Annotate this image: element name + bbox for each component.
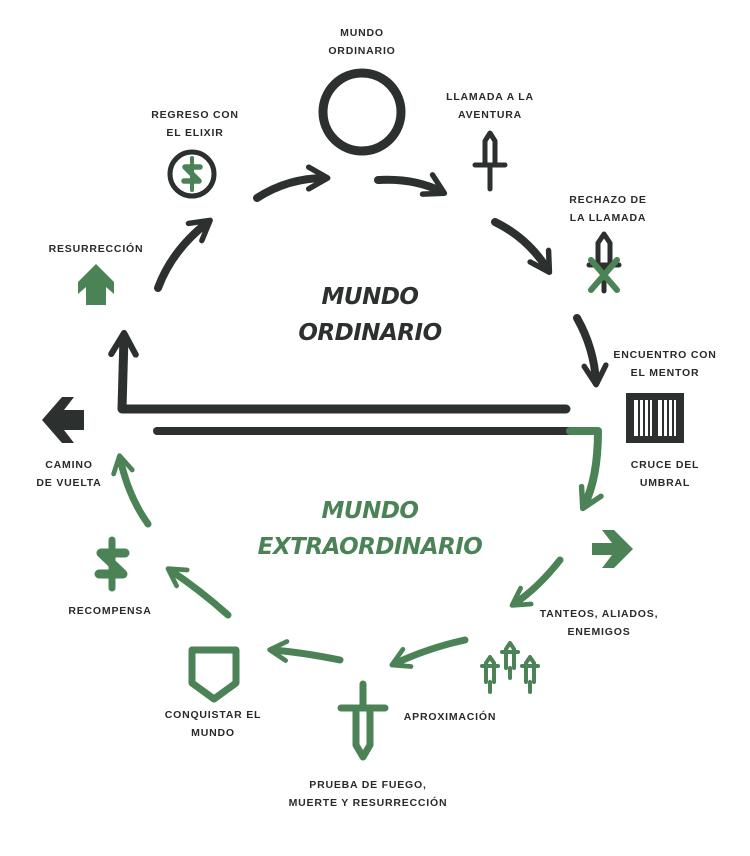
arrow-conquistar-to-recompensa	[165, 566, 232, 619]
return-path-band	[108, 329, 571, 414]
book-icon	[626, 393, 684, 443]
dollar-circle-icon	[167, 149, 217, 199]
arrow-recompensa-to-camino	[111, 453, 152, 528]
label-regreso: REGRESO CON EL ELIXIR	[151, 109, 239, 139]
world-ordinary-title: MUNDO ORDINARIO	[298, 284, 442, 346]
big-sword-icon	[337, 680, 389, 761]
threshold-band-green	[566, 427, 604, 512]
label-resurreccion: RESURRECCIÓN	[48, 243, 144, 255]
circle-icon	[318, 68, 406, 156]
sword-icon	[472, 130, 508, 192]
label-conquistar: CONQUISTAR EL MUNDO	[164, 709, 262, 739]
arrow-rechazo-to-mentor	[573, 314, 609, 388]
label-recompensa: RECOMPENSA	[68, 605, 152, 617]
arrow-regreso-to-ordinario	[253, 164, 331, 202]
arrow-left-icon	[42, 397, 84, 443]
label-llamada: LLAMADA A LA AVENTURA	[446, 91, 534, 121]
label-prueba: PRUEBA DE FUEGO, MUERTE Y RESURRECCIÓN	[288, 779, 448, 809]
crossed-sword-icon	[586, 231, 622, 294]
arrow-right-icon	[592, 530, 633, 568]
dollar-icon	[94, 536, 130, 592]
label-mentor: ENCUENTRO CON EL MENTOR	[613, 349, 717, 379]
three-swords-icon	[480, 641, 540, 694]
label-tanteos: TANTEOS, ALIADOS, ENEMIGOS	[539, 608, 659, 638]
arrow-ordinario-to-llamada	[374, 172, 448, 197]
label-rechazo: RECHAZO DE LA LLAMADA	[569, 194, 647, 224]
arrow-llamada-to-rechazo	[491, 218, 553, 276]
arrow-prueba-to-conquistar	[267, 639, 344, 664]
label-umbral: CRUCE DEL UMBRAL	[630, 459, 700, 489]
label-mundo-ordinario: MUNDO ORDINARIO	[328, 27, 396, 57]
arrow-tanteos-to-aproximacion	[389, 636, 469, 669]
arrow-umbral-to-tanteos	[509, 556, 564, 608]
shield-icon	[188, 646, 240, 703]
label-camino: CAMINO DE VUELTA	[36, 459, 102, 489]
arrow-up-icon	[78, 264, 114, 305]
world-extraordinary-title: MUNDO EXTRAORDINARIO	[257, 498, 483, 560]
label-aproximacion: APROXIMACIÓN	[403, 711, 497, 723]
arrow-resurreccion-to-regreso	[154, 217, 213, 292]
